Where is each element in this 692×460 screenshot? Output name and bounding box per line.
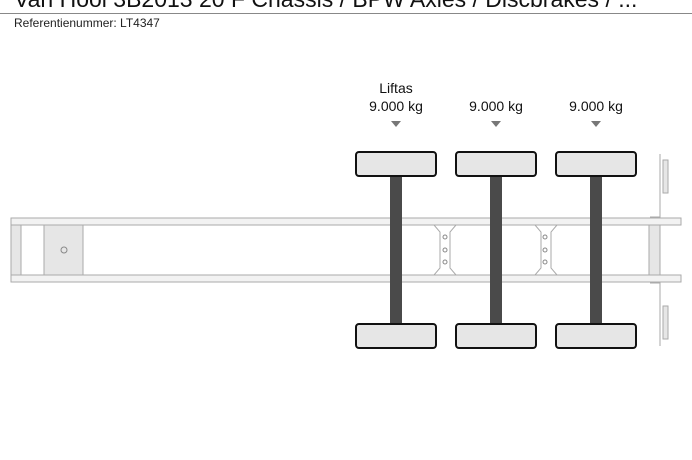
divider <box>0 13 692 14</box>
axle-3 <box>555 151 637 349</box>
kingpin-icon <box>60 246 68 254</box>
bolt-hole-icon <box>542 234 548 240</box>
reference-number: Referentienummer: LT4347 <box>14 16 160 30</box>
bolt-hole-icon <box>542 247 548 253</box>
arrow-down-icon <box>491 121 501 127</box>
arrow-down-icon <box>391 121 401 127</box>
bolt-hole-icon <box>442 259 448 265</box>
axle-beam <box>490 175 502 325</box>
bolt-hole-icon <box>542 259 548 265</box>
axle-beam <box>590 175 602 325</box>
wheel-left <box>555 151 637 177</box>
axle-labels: Liftas 9.000 kg 9.000 kg 9.000 kg <box>369 80 623 127</box>
axle-note: Liftas <box>379 80 412 96</box>
axle-2 <box>455 151 537 349</box>
kingpin-plate <box>43 224 84 276</box>
axle-beam <box>390 175 402 325</box>
rear-light-left <box>662 159 669 194</box>
wheel-right <box>355 323 437 349</box>
chassis-frame <box>10 154 682 346</box>
wheel-left <box>455 151 537 177</box>
crossmember-1 <box>433 224 457 276</box>
rear-crossmember <box>648 224 661 276</box>
wheel-right <box>555 323 637 349</box>
front-crossmember <box>10 224 22 276</box>
axle-load: 9.000 kg <box>369 98 423 114</box>
axle-load: 9.000 kg <box>469 98 523 114</box>
crossmember-holes <box>442 234 548 265</box>
axle-group <box>355 151 637 349</box>
bolt-hole-icon <box>442 234 448 240</box>
frame-rail-bottom <box>10 274 682 283</box>
rear-bumper <box>650 154 661 346</box>
axle-load: 9.000 kg <box>569 98 623 114</box>
rear-light-right <box>662 305 669 340</box>
wheel-left <box>355 151 437 177</box>
page-title: Van Hool 3B2013 20 F Chassis / BPW Axles… <box>14 0 637 13</box>
bolt-hole-icon <box>442 247 448 253</box>
arrow-down-icon <box>591 121 601 127</box>
wheel-right <box>455 323 537 349</box>
crossmember-2 <box>534 224 558 276</box>
axle-1 <box>355 151 437 349</box>
frame-rail-top <box>10 217 682 226</box>
